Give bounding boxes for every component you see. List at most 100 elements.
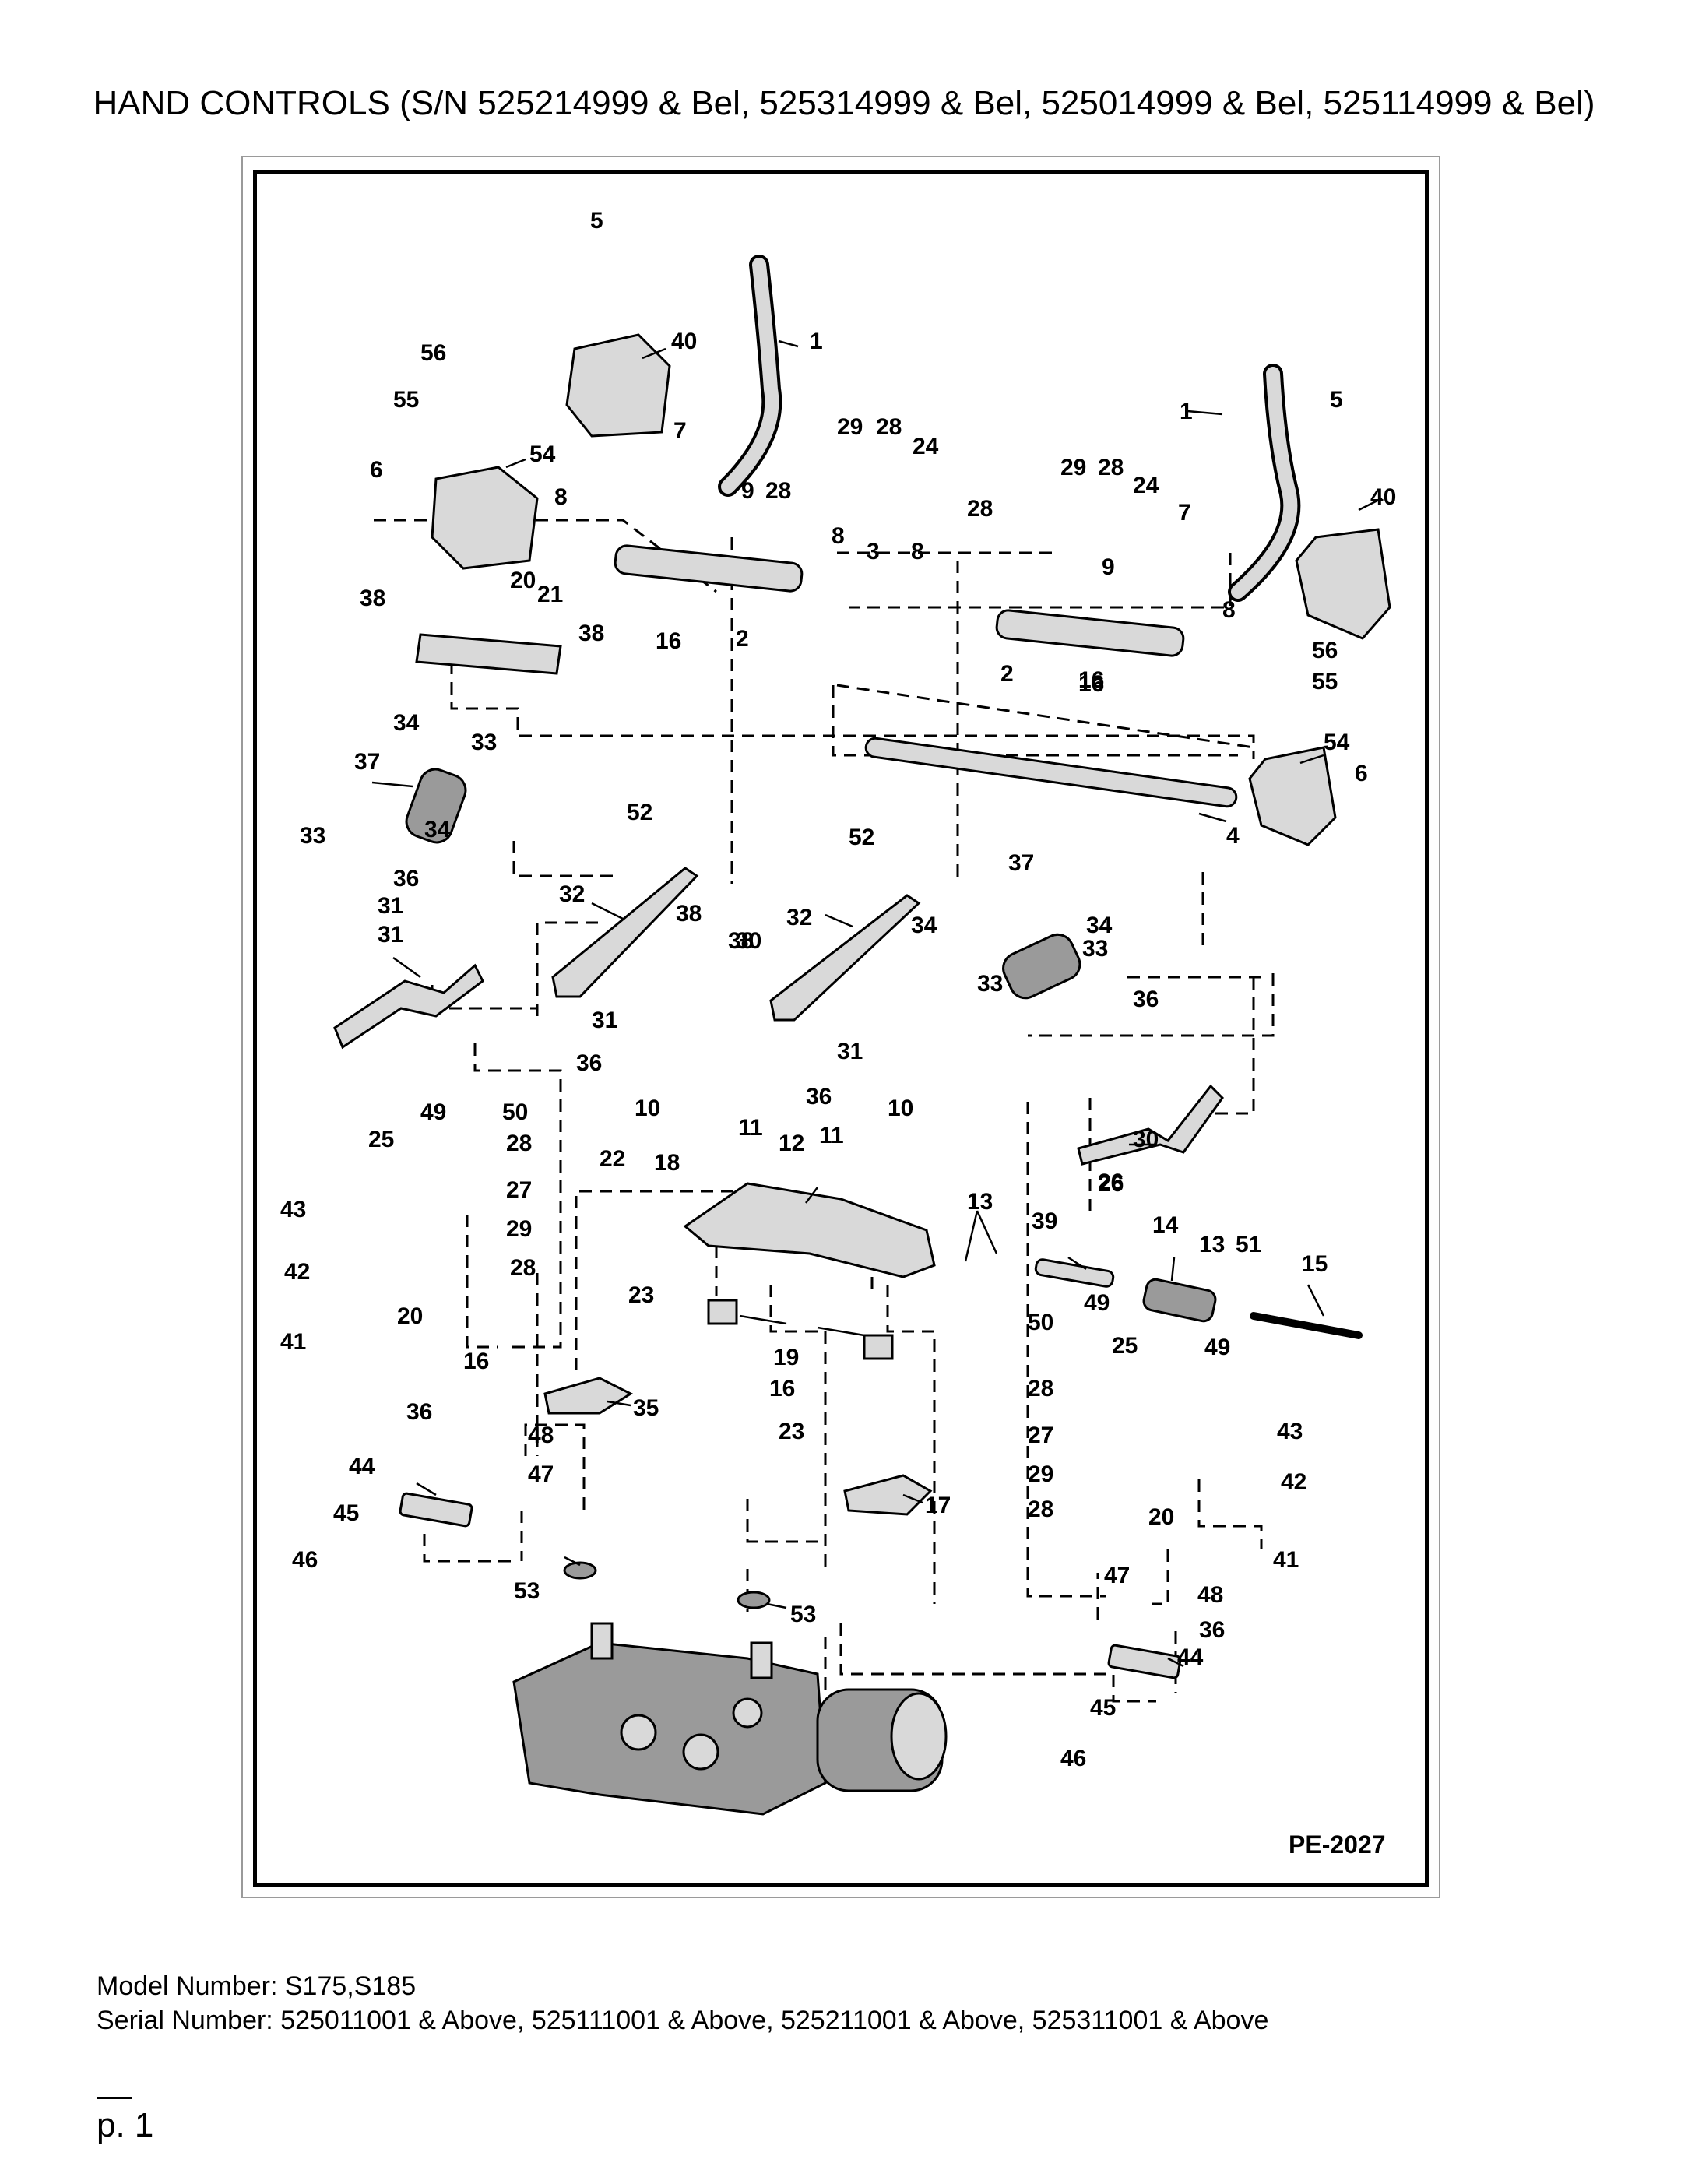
callout: 45 <box>333 1500 359 1526</box>
callout: 38 <box>360 586 385 611</box>
callout: 38 <box>578 621 604 646</box>
callout: 34 <box>424 817 451 842</box>
callout: 56 <box>1312 638 1338 663</box>
spring-37-left <box>405 768 467 844</box>
callout: 23 <box>628 1282 654 1308</box>
callout: 54 <box>1324 730 1350 755</box>
plate-12 <box>683 1182 936 1278</box>
callout: 24 <box>913 434 939 459</box>
callout: 10 <box>635 1096 660 1121</box>
callout: 20 <box>397 1303 423 1329</box>
callout: 47 <box>528 1461 554 1487</box>
page-number-rule <box>97 2097 132 2099</box>
shaft-2-right <box>995 609 1185 657</box>
callout: 1 <box>1180 399 1193 424</box>
callout: 2 <box>736 626 749 652</box>
callout: 43 <box>280 1197 306 1222</box>
callout: 36 <box>576 1050 602 1076</box>
link-21 <box>415 633 562 675</box>
callout: 1 <box>810 329 823 354</box>
callout: 28 <box>1028 1496 1053 1522</box>
callout: 41 <box>1273 1547 1299 1573</box>
callout: 18 <box>654 1150 680 1176</box>
callout: 28 <box>1098 455 1124 480</box>
callout: 30 <box>736 928 761 954</box>
callout: 36 <box>393 866 419 892</box>
callout: 10 <box>888 1096 913 1121</box>
callout: 5 <box>1330 387 1343 413</box>
callout: 31 <box>378 922 403 948</box>
leader-lines <box>371 339 1383 1668</box>
callout: 21 <box>537 582 563 607</box>
block-19-left <box>707 1299 738 1325</box>
rod-15 <box>1250 1312 1363 1339</box>
callout: 2 <box>1000 661 1014 687</box>
part-shapes <box>333 255 1391 1816</box>
callout: 16 <box>656 628 681 654</box>
callout: 34 <box>911 913 937 938</box>
callout: 41 <box>280 1329 306 1355</box>
drawing-id: PE-2027 <box>1289 1831 1386 1859</box>
callout: 6 <box>1355 761 1368 786</box>
callout: 26 <box>1098 1169 1124 1195</box>
callout: 23 <box>779 1419 804 1444</box>
callout: 52 <box>849 825 874 850</box>
callouts: 5 56 40 1 55 54 7 29 28 24 6 8 9 28 29 2… <box>280 208 1396 1771</box>
callout: 48 <box>528 1423 554 1448</box>
callout: 29 <box>506 1216 532 1242</box>
callout: 7 <box>1178 500 1191 526</box>
sleeve-39 <box>1034 1258 1115 1288</box>
callout: 53 <box>514 1578 540 1604</box>
callout: 39 <box>1032 1208 1057 1234</box>
callout: 37 <box>1008 850 1034 876</box>
callout: 32 <box>559 881 585 907</box>
callout: 28 <box>765 478 791 504</box>
bracket-35 <box>543 1377 634 1415</box>
callout: 40 <box>671 329 697 354</box>
callout: 36 <box>806 1084 832 1110</box>
callout: 25 <box>1112 1333 1138 1359</box>
callout: 35 <box>633 1395 659 1421</box>
callout: 36 <box>1133 986 1159 1012</box>
model-number: Model Number: S175,S185 <box>97 1971 417 2001</box>
callout: 20 <box>510 568 536 593</box>
callout: 52 <box>627 800 652 825</box>
callout: 8 <box>832 523 845 549</box>
callout: 19 <box>773 1345 799 1370</box>
callout: 13 <box>1199 1232 1225 1257</box>
diagram-frame <box>253 170 1429 1887</box>
diagram-outer-border <box>241 156 1440 1898</box>
callout: 49 <box>420 1099 446 1125</box>
callout: 29 <box>1060 455 1086 480</box>
callout: 44 <box>1177 1644 1204 1670</box>
callout: 40 <box>1370 484 1396 510</box>
callout: 3 <box>867 539 880 564</box>
callout: 28 <box>510 1255 536 1281</box>
callout: 28 <box>876 414 902 440</box>
callout: 22 <box>600 1146 625 1172</box>
arm-32-left <box>551 867 699 998</box>
callout: 38 <box>728 928 754 954</box>
page-number: p. 1 <box>97 2106 154 2144</box>
block-44-left <box>399 1492 473 1528</box>
callout: 8 <box>1222 597 1236 623</box>
bracket-30-right <box>1077 1084 1224 1166</box>
serial-number: Serial Number: 525011001 & Above, 525111… <box>97 2006 1269 2035</box>
callout: 16 <box>1078 667 1104 693</box>
bracket-40-left <box>565 333 671 438</box>
callout: 37 <box>354 749 380 775</box>
hydraulic-pump-assembly <box>512 1622 948 1816</box>
callout: 31 <box>837 1039 863 1064</box>
callout: 11 <box>738 1115 763 1141</box>
callout: 45 <box>1090 1695 1116 1721</box>
callout: 33 <box>300 823 325 849</box>
callout: 30 <box>1133 1127 1159 1152</box>
callout: 27 <box>506 1177 532 1203</box>
callout: 33 <box>1082 936 1108 962</box>
bracket-17 <box>843 1474 933 1516</box>
block-19-right <box>863 1334 894 1360</box>
callout: 16 <box>1078 671 1104 697</box>
callout: 33 <box>977 971 1003 997</box>
callout: 36 <box>406 1399 432 1425</box>
